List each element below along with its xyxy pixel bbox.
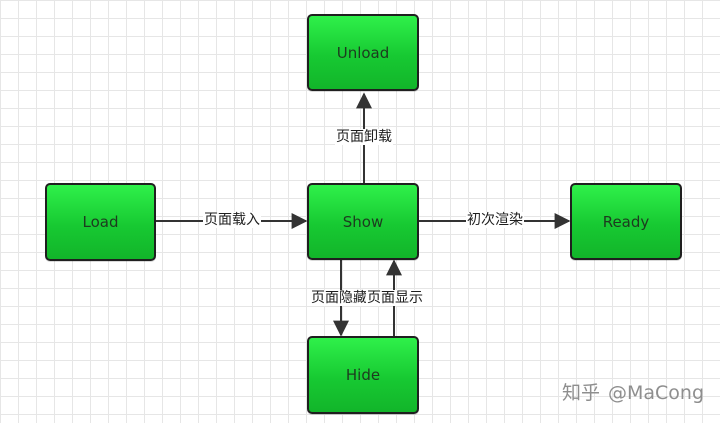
watermark-brand: 知乎: [561, 382, 600, 404]
watermark: 知乎 @MaCong: [562, 378, 704, 405]
edge-label-show-to-unload: 页面卸载: [335, 129, 393, 145]
edge-label-hide-to-show: 页面显示: [366, 290, 424, 306]
node-show: Show: [307, 183, 419, 260]
edge-label-show-to-hide: 页面隐藏: [310, 290, 368, 306]
node-unload: Unload: [307, 14, 419, 91]
node-unload-label: Unload: [336, 43, 390, 62]
node-hide-label: Hide: [345, 366, 381, 384]
node-load-label: Load: [82, 213, 119, 231]
node-ready-label: Ready: [602, 212, 650, 231]
node-ready: Ready: [570, 183, 682, 260]
watermark-handle: @MaCong: [607, 382, 704, 404]
node-hide: Hide: [307, 336, 419, 414]
edge-label-load-to-show: 页面载入: [203, 212, 261, 228]
node-load: Load: [45, 183, 156, 261]
node-show-label: Show: [342, 212, 384, 231]
edge-label-show-to-ready: 初次渲染: [466, 212, 524, 228]
